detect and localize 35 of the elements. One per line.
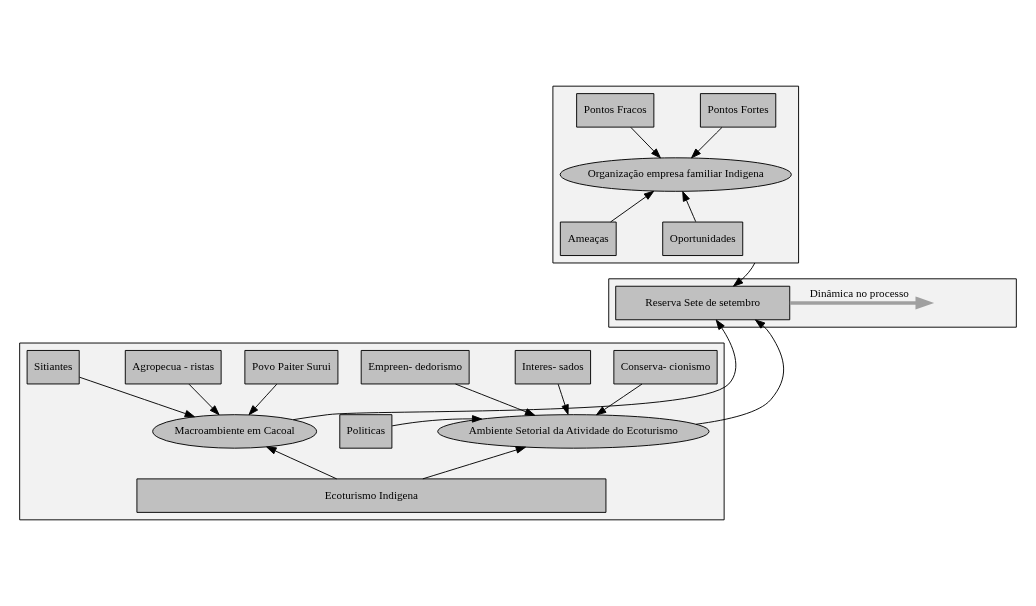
arrow [557,383,569,415]
arrow [248,383,278,416]
node-box: Empreen- dedorismo [360,350,470,385]
arrow [682,191,697,223]
node-box: Pontos Fortes [699,93,777,128]
arrow [292,319,737,421]
arrow [188,383,220,416]
node-box: Pontos Fracos [576,93,655,128]
arrow [455,383,536,416]
cluster [552,85,800,264]
arrow [695,319,785,425]
node-box: Povo Paiter Surui [244,350,339,385]
node-box: Reserva Sete de setembro [615,285,791,321]
arrow [79,376,195,418]
arrow [266,446,338,480]
cluster [19,342,725,521]
arrow [789,296,935,310]
node-box: Oportunidades [662,221,744,256]
arrow [422,446,526,480]
node-box: Politicas [339,414,393,449]
edge-label: Dinâmica no processo [809,287,909,300]
arrow [733,262,756,287]
node-box: Interes- sados [514,350,592,385]
node-ellipse: Organização empresa familiar Indigena [559,157,792,192]
arrow [596,383,643,416]
arrow [391,415,483,427]
node-ellipse: Macroambiente em Cacoal [152,414,318,449]
node-box: Sitiantes [26,350,80,385]
node-box: Ameaças [559,221,617,256]
node-box: Conserva- cionismo [613,350,718,385]
node-box: Agropecua - ristas [124,350,222,385]
arrow [630,126,661,159]
arrow [691,126,723,159]
arrow [610,190,655,223]
node-box: Ecoturismo Indigena [136,478,607,513]
